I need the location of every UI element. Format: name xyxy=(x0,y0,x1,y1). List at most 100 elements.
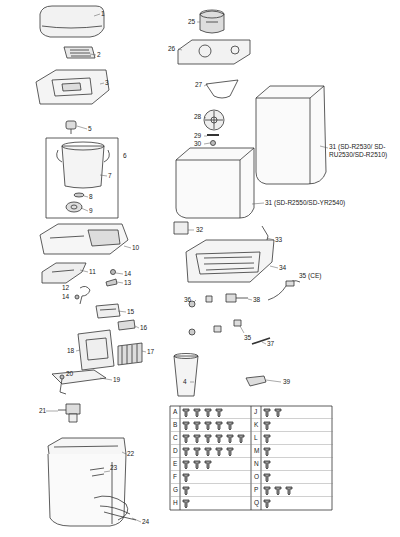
screw-icon xyxy=(264,435,270,443)
callout-number: 36 xyxy=(184,296,191,304)
screw-icon xyxy=(205,422,211,430)
table-rule xyxy=(252,431,333,432)
screw-icon xyxy=(205,435,211,443)
table-letter: O xyxy=(254,473,259,481)
callout-number: 13 xyxy=(124,279,131,287)
table-rule xyxy=(171,444,252,445)
callout-number: 37 xyxy=(267,340,274,348)
screw-icon xyxy=(205,461,211,469)
callout-number: 39 xyxy=(283,378,290,386)
table-letter: N xyxy=(254,460,259,468)
table-rule xyxy=(252,496,333,497)
table-letter: L xyxy=(254,434,258,442)
table-letter: B xyxy=(173,421,177,429)
table-letter: Q xyxy=(254,499,259,507)
screw-icon xyxy=(183,422,189,430)
callout-number: 4 xyxy=(183,378,187,386)
callout-number: 25 xyxy=(188,18,195,26)
callout-number: 28 xyxy=(194,113,201,121)
screw-icon xyxy=(194,448,200,456)
callout-number: 1 xyxy=(101,10,105,18)
table-letter: P xyxy=(254,486,258,494)
callout-number: 19 xyxy=(113,376,120,384)
callout-number: 15 xyxy=(127,308,134,316)
screw-icon xyxy=(264,500,270,508)
table-rule xyxy=(252,418,333,419)
table-letter: G xyxy=(173,486,178,494)
table-rule xyxy=(171,496,252,497)
callout-number: 12 xyxy=(62,284,69,292)
callout-number: 7 xyxy=(108,172,112,180)
callout-number: 17 xyxy=(147,348,154,356)
screw-icon xyxy=(194,435,200,443)
screw-icon xyxy=(216,409,222,417)
callout-number: 23 xyxy=(110,464,117,472)
screw-icon xyxy=(264,474,270,482)
screw-icon xyxy=(227,435,233,443)
callout-number: 22 xyxy=(127,450,134,458)
screw-icon xyxy=(216,422,222,430)
callout-number: 8 xyxy=(89,193,93,201)
callout-number: 2 xyxy=(97,51,101,59)
screw-icon xyxy=(194,422,200,430)
table-rule xyxy=(252,483,333,484)
screw-icon xyxy=(264,461,270,469)
screw-icon xyxy=(183,474,189,482)
table-rule xyxy=(171,418,252,419)
table-letter: C xyxy=(173,434,178,442)
table-rule xyxy=(252,457,333,458)
screw-icon xyxy=(183,500,189,508)
screw-icon xyxy=(183,435,189,443)
screw-icon xyxy=(227,422,233,430)
screw-icon xyxy=(194,409,200,417)
screw-icon xyxy=(264,448,270,456)
table-rule xyxy=(252,470,333,471)
table-letter: A xyxy=(173,408,177,416)
screw-icon xyxy=(227,448,233,456)
screw-icon xyxy=(205,409,211,417)
screw-icon xyxy=(286,487,292,495)
screw-icon xyxy=(216,448,222,456)
screw-icon xyxy=(205,448,211,456)
callout-number: 10 xyxy=(132,244,139,252)
callout-number: 29 xyxy=(194,132,201,140)
screw-icon xyxy=(183,448,189,456)
table-letter: K xyxy=(254,421,258,429)
table-letter: D xyxy=(173,447,178,455)
screw-icon xyxy=(264,487,270,495)
table-letter: M xyxy=(254,447,259,455)
callout-number: 26 xyxy=(168,45,175,53)
table-rule xyxy=(171,470,252,471)
callout-number: 32 xyxy=(196,226,203,234)
callout-number: 30 xyxy=(194,140,201,148)
callout-number: 24 xyxy=(142,518,149,526)
screw-icon xyxy=(238,435,244,443)
screw-icon xyxy=(275,487,281,495)
callout-number: 31 (SD-R2530/ SD-RU2530/SD-R2510) xyxy=(329,143,391,158)
table-rule xyxy=(252,444,333,445)
callout-number: 5 xyxy=(88,125,92,133)
table-rule xyxy=(171,483,252,484)
callout-number: 38 xyxy=(253,296,260,304)
table-letter: H xyxy=(173,499,178,507)
callout-number: 14 xyxy=(124,270,131,278)
callout-number: 34 xyxy=(279,264,286,272)
screw-icon xyxy=(216,435,222,443)
callout-number: 27 xyxy=(195,81,202,89)
callout-number: 21 xyxy=(39,407,46,415)
callout-number: 31 (SD-R2550/SD-YR2540) xyxy=(265,199,345,207)
screw-icon xyxy=(183,461,189,469)
table-letter: J xyxy=(254,408,257,416)
table-rule xyxy=(171,431,252,432)
callout-number: 35 xyxy=(244,334,251,342)
callout-number: 14 xyxy=(62,293,69,301)
screw-icon xyxy=(194,461,200,469)
table-letter: F xyxy=(173,473,177,481)
screw-icon xyxy=(275,409,281,417)
callout-number: 3 xyxy=(105,79,109,87)
callout-number: 18 xyxy=(67,347,74,355)
callout-number: 9 xyxy=(89,207,93,215)
screw-icon xyxy=(183,487,189,495)
